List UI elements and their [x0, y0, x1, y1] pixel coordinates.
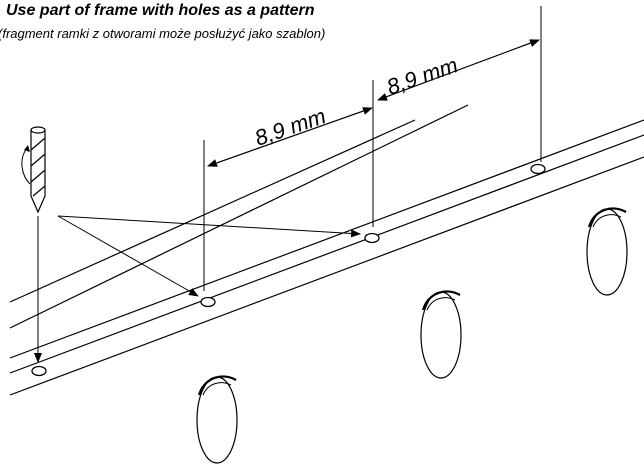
hole-3	[364, 232, 380, 244]
diagram-title: Use part of frame with holes as a patter…	[6, 2, 315, 19]
hole-2	[200, 296, 216, 308]
dimension-label-right: 8,9 mm	[383, 52, 461, 100]
template-holes	[31, 163, 546, 377]
hole-1	[31, 365, 47, 377]
dimension-label-left: 8,9 mm	[251, 103, 329, 151]
drill-bit-icon	[21, 126, 46, 214]
frame-openings	[196, 207, 628, 464]
hole-4	[530, 163, 546, 175]
opening-1	[196, 375, 238, 464]
drill-direction-arrows	[34, 215, 361, 363]
opening-2	[420, 290, 462, 379]
diagram-subtitle: (fragment ramki z otworami może posłużyć…	[0, 26, 325, 41]
opening-3	[586, 207, 628, 296]
frame-edges	[9, 104, 644, 396]
extension-lines	[203, 6, 542, 291]
dimension-arrows	[207, 39, 540, 167]
